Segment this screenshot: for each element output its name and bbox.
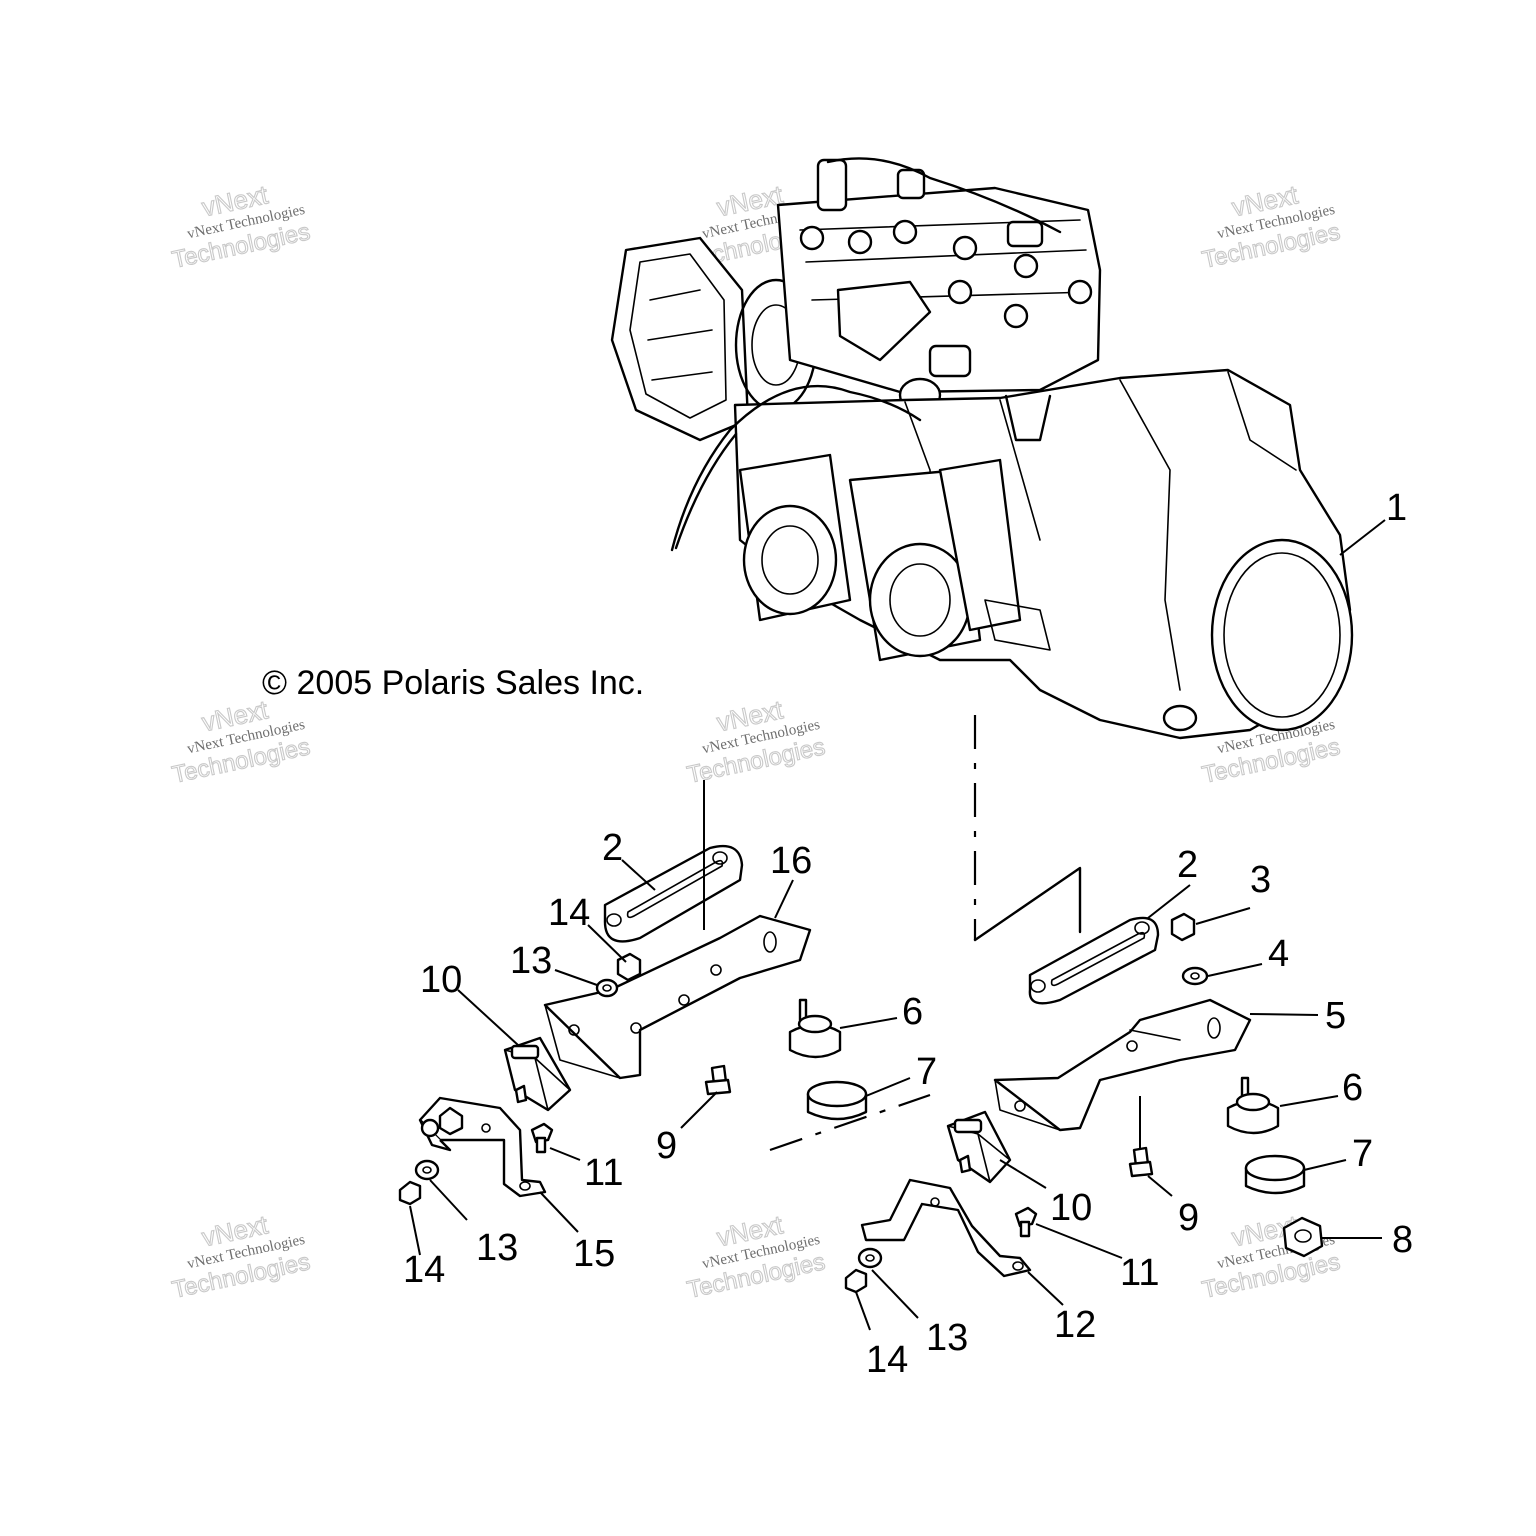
mount-reference-zigzag — [973, 866, 1082, 942]
watermark-bottom-center: vNext vNext Technologies Technologies — [684, 1209, 828, 1305]
callout-13-top-left: 13 — [510, 940, 552, 982]
part-9-bolt-right — [1128, 1096, 1154, 1178]
part-6-isolator-right — [1226, 1076, 1280, 1135]
callout-7-left: 7 — [916, 1051, 937, 1093]
callout-7-right: 7 — [1352, 1133, 1373, 1175]
part-16-left-bracket — [543, 914, 812, 1080]
callout-13-bottom-left: 13 — [476, 1227, 518, 1269]
part-3-nut — [1170, 912, 1196, 942]
callout-6-right: 6 — [1342, 1067, 1363, 1109]
part-5-right-bracket — [993, 998, 1252, 1132]
part-15-left-lower-bracket — [418, 1096, 547, 1198]
watermark-middle-center: vNext vNext Technologies Technologies — [684, 694, 828, 790]
part-14-nut-bottom-left — [398, 1180, 422, 1206]
part-6-isolator-left — [788, 998, 842, 1059]
centerline-left-pad — [769, 1093, 931, 1152]
callout-10-right: 10 — [1050, 1187, 1092, 1229]
callout-14-top-left: 14 — [548, 892, 590, 934]
callout-9-left: 9 — [656, 1125, 677, 1167]
callout-11-right: 11 — [1120, 1252, 1159, 1294]
watermark-bottom-right: vNext vNext Technologies Technologies — [1199, 1209, 1343, 1305]
callout-6-left: 6 — [902, 991, 923, 1033]
part-13-washer-top-left — [595, 978, 619, 998]
copyright-notice: © 2005 Polaris Sales Inc. — [262, 664, 644, 702]
part-7-pad-right — [1244, 1154, 1306, 1195]
callout-14-right: 14 — [866, 1339, 908, 1381]
part-11-bolt-right — [1014, 1206, 1038, 1238]
callout-13-right: 13 — [926, 1317, 968, 1359]
callout-10-left: 10 — [420, 959, 462, 1001]
part-10-right-mount-block — [946, 1110, 1012, 1184]
callout-9-right: 9 — [1178, 1197, 1199, 1239]
part-13-washer-right — [857, 1247, 883, 1269]
callout-1: 1 — [1386, 487, 1407, 529]
part-14-nut-right — [844, 1268, 868, 1294]
part-2-right-spacer — [1028, 916, 1160, 1005]
watermark-top-right: vNext vNext Technologies Technologies — [1199, 179, 1343, 275]
watermark-bottom-left: vNext vNext Technologies Technologies — [169, 1209, 313, 1305]
callout-2-left: 2 — [602, 827, 623, 869]
engine-assembly — [610, 157, 1354, 740]
part-9-bolt-left — [704, 1064, 732, 1096]
callout-14-bottom-left: 14 — [403, 1249, 445, 1291]
callout-3: 3 — [1250, 859, 1271, 901]
watermark-top-left: vNext vNext Technologies Technologies — [169, 179, 313, 275]
callout-4: 4 — [1268, 933, 1289, 975]
callout-16: 16 — [770, 840, 812, 882]
callout-15: 15 — [573, 1233, 615, 1275]
callout-8: 8 — [1392, 1219, 1413, 1261]
leader-lines — [409, 519, 1386, 1331]
part-4-washer — [1181, 966, 1209, 986]
part-8-lock-nut — [1282, 1216, 1324, 1258]
callout-11-left: 11 — [584, 1152, 623, 1194]
callout-2-right: 2 — [1177, 844, 1198, 886]
part-10-left-mount-block — [503, 1036, 572, 1112]
part-11-bolt-left — [530, 1122, 554, 1154]
callout-5: 5 — [1325, 995, 1346, 1037]
part-2-left-spacer — [603, 844, 744, 943]
part-12-right-lower-bracket — [860, 1178, 1032, 1278]
part-7-pad-left — [806, 1080, 868, 1121]
part-13-washer-bottom-left — [414, 1159, 440, 1181]
callout-12: 12 — [1054, 1304, 1096, 1346]
watermark-middle-left: vNext vNext Technologies Technologies — [169, 694, 313, 790]
